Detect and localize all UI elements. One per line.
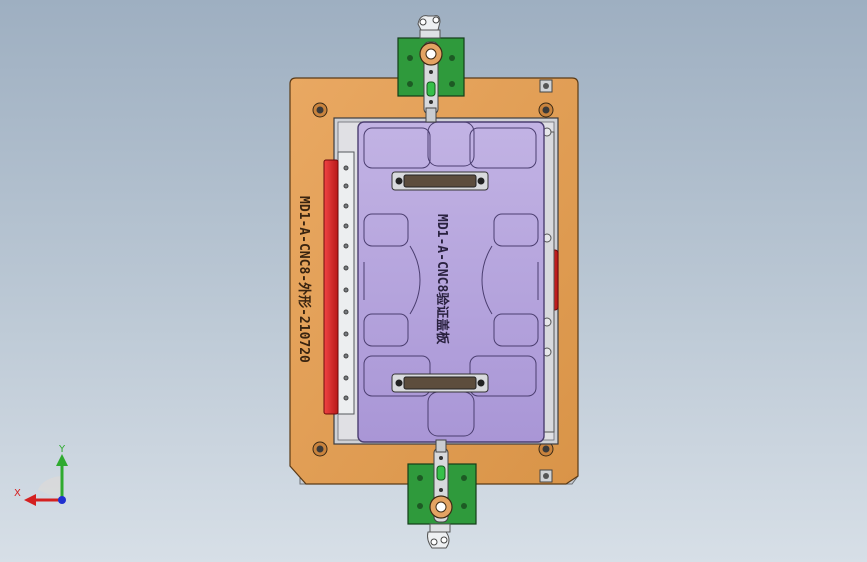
screw-icon (312, 441, 328, 457)
y-axis-arrow-icon (56, 454, 68, 466)
top-clamp-assembly[interactable] (397, 15, 465, 123)
fixture-pockets (363, 121, 539, 437)
base-plate-engraving: MD1-A-CNC8-外形-210720 (296, 196, 312, 363)
fixture-plate[interactable] (357, 121, 545, 443)
triad-plane (38, 476, 62, 500)
pin-icon (539, 79, 553, 93)
screw-icon (312, 102, 328, 118)
left-guide-strip (337, 151, 355, 415)
x-axis-label: X (14, 488, 21, 499)
bottom-handle[interactable] (391, 373, 489, 393)
bottom-clamp-assembly[interactable] (407, 439, 477, 549)
x-axis-arrow-icon (24, 494, 36, 506)
left-locator-bar (323, 159, 339, 415)
y-axis-label: Y (58, 444, 66, 455)
fixture-plate-engraving: MD1-A-CNC8验证盖板 (434, 214, 450, 345)
z-axis-dot-icon (58, 496, 66, 504)
top-handle[interactable] (391, 171, 489, 191)
orientation-triad: Y X (14, 444, 68, 506)
pin-icon (539, 469, 553, 483)
corner-screws (312, 79, 554, 483)
screw-icon (538, 102, 554, 118)
